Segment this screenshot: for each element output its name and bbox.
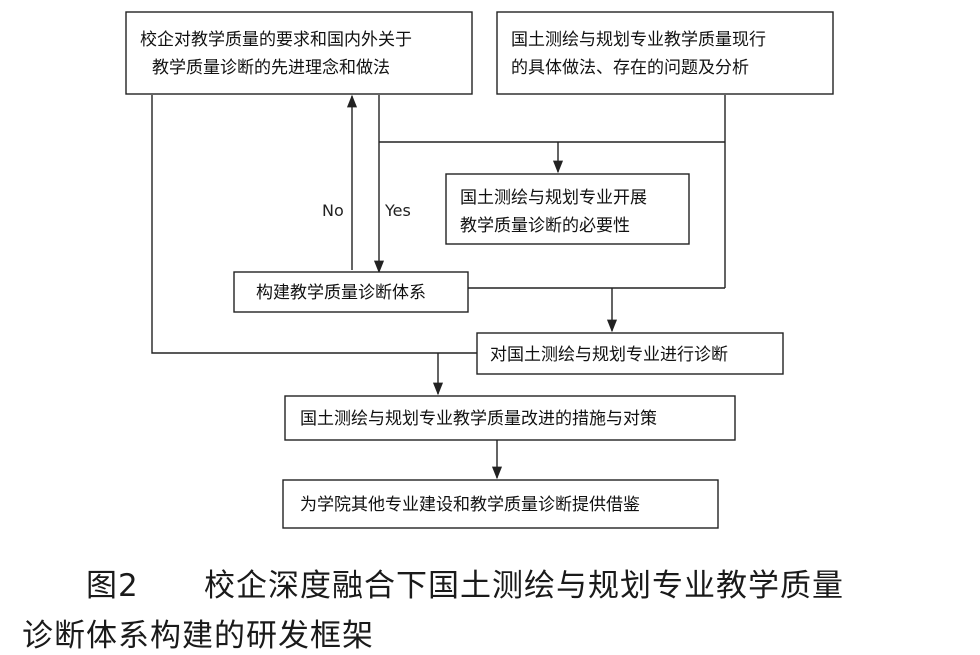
build-system-box: 构建教学质量诊断体系	[233, 271, 469, 313]
requirements-box: 校企对教学质量的要求和国内外关于 教学质量诊断的先进理念和做法	[125, 11, 473, 95]
current-practice-text-line2: 的具体做法、存在的问题及分析	[511, 58, 749, 78]
diagnose-text: 对国土测绘与规划专业进行诊断	[490, 345, 728, 365]
yes-label: Yes	[384, 201, 411, 220]
reference-text: 为学院其他专业建设和教学质量诊断提供借鉴	[300, 495, 640, 515]
figure-caption-line2: 诊断体系构建的研发框架	[22, 610, 962, 655]
measures-box: 国土测绘与规划专业教学质量改进的措施与对策	[284, 395, 736, 441]
figure-number: 图2	[86, 568, 139, 604]
current-practice-box: 国土测绘与规划专业教学质量现行 的具体做法、存在的问题及分析	[496, 11, 834, 95]
reference-box: 为学院其他专业建设和教学质量诊断提供借鉴	[282, 479, 719, 529]
left-loop-line	[151, 95, 477, 354]
necessity-text-line2: 教学质量诊断的必要性	[460, 216, 630, 236]
requirements-text-line2: 教学质量诊断的先进理念和做法	[152, 57, 390, 78]
measures-text: 国土测绘与规划专业教学质量改进的措施与对策	[300, 409, 657, 429]
build-system-text: 构建教学质量诊断体系	[256, 283, 426, 303]
no-label: No	[322, 201, 344, 220]
figure-title-part1: 校企深度融合下国土测绘与规划专业教学质量	[204, 568, 844, 604]
flowchart: 校企对教学质量的要求和国内外关于 教学质量诊断的先进理念和做法 国土测绘与规划专…	[125, 11, 834, 529]
figure-caption-line1: 图2 校企深度融合下国土测绘与规划专业教学质量	[22, 560, 962, 605]
current-practice-text-line1: 国土测绘与规划专业教学质量现行	[511, 30, 766, 50]
figure-title-part2: 诊断体系构建的研发框架	[22, 618, 374, 654]
necessity-box: 国土测绘与规划专业开展 教学质量诊断的必要性	[445, 173, 690, 245]
necessity-text-line1: 国土测绘与规划专业开展	[460, 188, 647, 208]
requirements-text-line1: 校企对教学质量的要求和国内外关于	[140, 30, 412, 50]
diagnose-box: 对国土测绘与规划专业进行诊断	[476, 332, 784, 375]
